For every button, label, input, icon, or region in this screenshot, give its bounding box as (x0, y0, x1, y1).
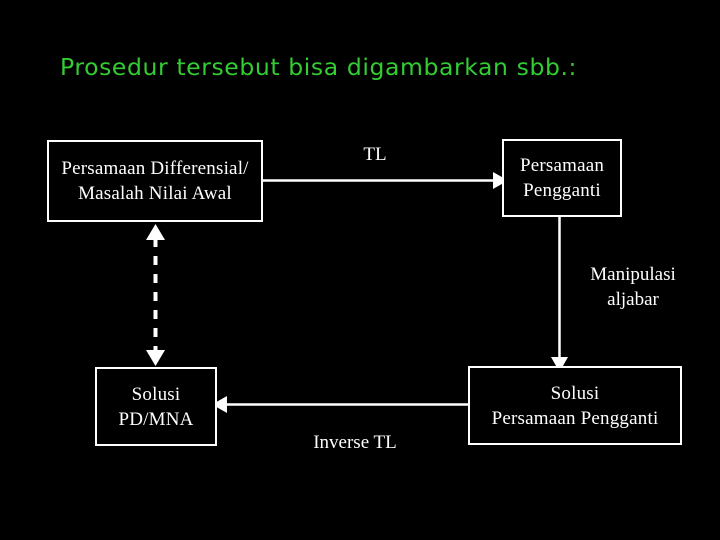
node-label-line: Pengganti (523, 180, 601, 201)
edge-equivalence-arrowhead-up (146, 224, 165, 240)
node-label-line: Solusi (131, 383, 181, 405)
edge-equivalence (146, 224, 165, 366)
node-label-line: Masalah Nilai Awal (78, 183, 232, 204)
edge-label-inverse-tl: Inverse TL (313, 432, 397, 453)
node-label-line: PD/MNA (118, 408, 194, 430)
node-persamaan-differensial[interactable]: Persamaan Differensial/ Masalah Nilai Aw… (47, 140, 263, 222)
node-solusi-pd-mna[interactable]: Solusi PD/MNA (95, 367, 217, 446)
edge-label-manipulasi-aljabar: Manipulasi aljabar (573, 262, 693, 312)
node-label-line: Persamaan Differensial/ (61, 158, 249, 179)
node-persamaan-pengganti[interactable]: Persamaan Pengganti (502, 139, 622, 217)
edge-equivalence-arrowhead-down (146, 350, 165, 366)
edge-label-line: aljabar (607, 289, 659, 310)
node-label-line: Persamaan (519, 155, 605, 176)
page-title: Prosedur tersebut bisa digambarkan sbb.: (60, 53, 578, 81)
node-label-line: Persamaan Pengganti (491, 407, 659, 429)
edge-label-tl: TL (363, 144, 387, 165)
edge-label-line: Manipulasi (590, 264, 676, 285)
edge-tl (263, 172, 508, 189)
edge-inverse-tl (212, 396, 468, 413)
node-solusi-persamaan-pengganti[interactable]: Solusi Persamaan Pengganti (468, 366, 682, 445)
node-label-line: Solusi (550, 382, 600, 404)
edge-manipulasi-aljabar (551, 217, 568, 372)
